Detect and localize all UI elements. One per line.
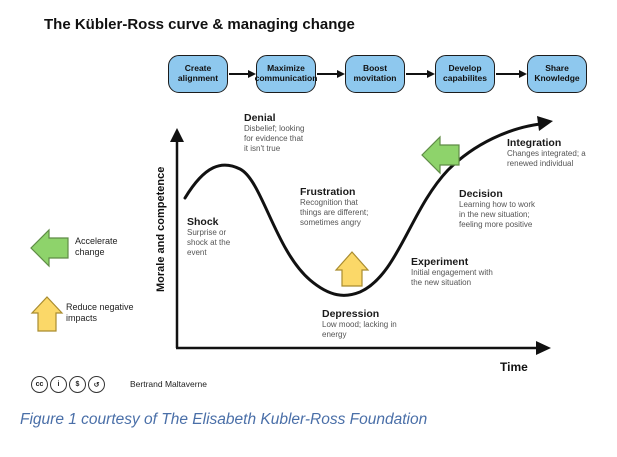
stage-depression: Depression Low mood; lacking in energy	[322, 308, 402, 340]
stage-title: Shock	[187, 216, 219, 228]
step-maximize-communication: Maximize communication	[255, 55, 317, 93]
sa-icon: ↺	[88, 376, 105, 393]
step-develop-capabilities: Develop capabilites	[435, 55, 495, 93]
axes	[170, 128, 551, 355]
green-arrow-icon	[421, 135, 460, 175]
credit-author: Bertrand Maltaverne	[130, 379, 208, 389]
stage-description: Disbelief; looking for evidence that it …	[244, 124, 305, 153]
stage-title: Frustration	[300, 186, 356, 198]
legend-accelerate-label: Accelerate change	[75, 236, 118, 258]
stage-title: Denial	[244, 112, 276, 124]
legend-green-arrow-icon	[30, 228, 69, 268]
stage-description: Recognition that things are different; s…	[300, 198, 369, 227]
stage-shock: Shock Surprise or shock at the event	[187, 216, 249, 258]
stage-denial: Denial Disbelief; looking for evidence t…	[244, 112, 308, 154]
stage-frustration: Frustration Recognition that things are …	[300, 186, 378, 228]
y-axis-arrowhead	[170, 128, 184, 142]
stage-description: Surprise or shock at the event	[187, 228, 231, 257]
x-axis-arrowhead	[536, 341, 551, 355]
stage-title: Integration	[507, 137, 562, 149]
legend-yellow-arrow-icon	[30, 296, 64, 332]
stage-decision: Decision Learning how to work in the new…	[459, 188, 539, 230]
stage-description: Learning how to work in the new situatio…	[459, 200, 536, 229]
x-axis-label: Time	[500, 360, 528, 374]
yellow-arrow-icon	[334, 251, 370, 287]
stage-description: Initial engagement with the new situatio…	[411, 268, 493, 287]
cc-icon: cc	[31, 376, 48, 393]
by-icon: i	[50, 376, 67, 393]
stage-description: Low mood; lacking in energy	[322, 320, 397, 339]
stage-title: Experiment	[411, 256, 469, 268]
step-share-knowledge: Share Knowledge	[527, 55, 587, 93]
figure-caption: Figure 1 courtesy of The Elisabeth Kuble…	[20, 411, 428, 428]
y-axis-label: Morale and competence	[155, 166, 167, 292]
stage-title: Decision	[459, 188, 503, 200]
nc-icon: $	[69, 376, 86, 393]
diagram-title: The Kübler-Ross curve & managing change	[44, 16, 355, 33]
license-badge: cc i $ ↺	[31, 376, 105, 393]
curve-arrowhead	[537, 116, 553, 131]
stage-title: Depression	[322, 308, 380, 320]
stage-description: Changes integrated; a renewed individual	[507, 149, 586, 168]
step-create-alignment: Create alignment	[168, 55, 228, 93]
stage-experiment: Experiment Initial engagement with the n…	[411, 256, 495, 288]
legend-reduce-label: Reduce negative impacts	[66, 302, 134, 324]
step-boost-motivation: Boost movitation	[345, 55, 405, 93]
stage-integration: Integration Changes integrated; a renewe…	[507, 137, 599, 169]
